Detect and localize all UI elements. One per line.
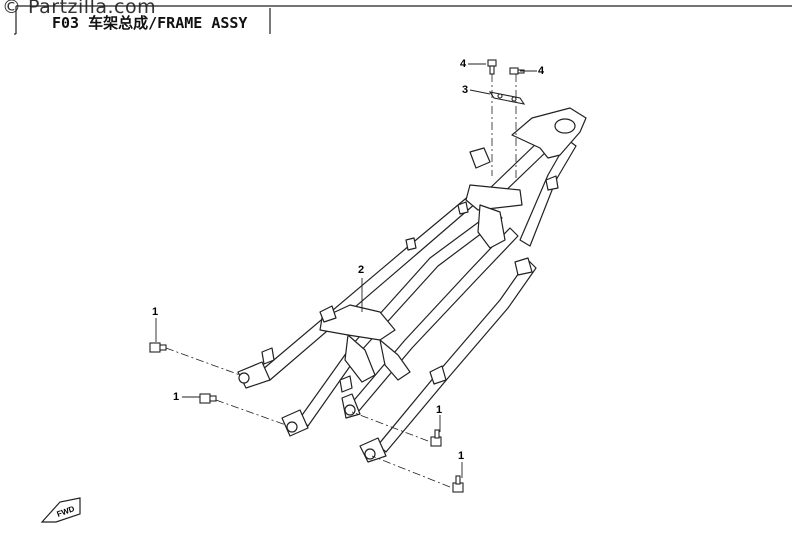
leader-lines <box>155 63 537 478</box>
bracket-part <box>488 91 526 105</box>
watermark: © Partzilla.com <box>2 0 157 18</box>
callout-2: 2 <box>358 264 365 276</box>
frame-assy <box>237 107 587 463</box>
diagram-border <box>14 5 792 35</box>
callout-1-a: 1 <box>152 306 159 318</box>
callout-1-b: 1 <box>173 391 180 403</box>
callout-1-d: 1 <box>458 450 465 462</box>
callout-3: 3 <box>462 84 469 96</box>
fwd-arrow-icon <box>40 497 81 523</box>
callout-1-c: 1 <box>436 404 443 416</box>
callout-4-left: 4 <box>460 58 467 70</box>
center-lines <box>165 74 517 488</box>
diagram-title: F03 车架总成/FRAME ASSY <box>52 14 248 32</box>
bolt-part-1 <box>149 342 464 493</box>
callout-4-right: 4 <box>538 65 545 77</box>
bolt-part-4 <box>487 59 525 75</box>
